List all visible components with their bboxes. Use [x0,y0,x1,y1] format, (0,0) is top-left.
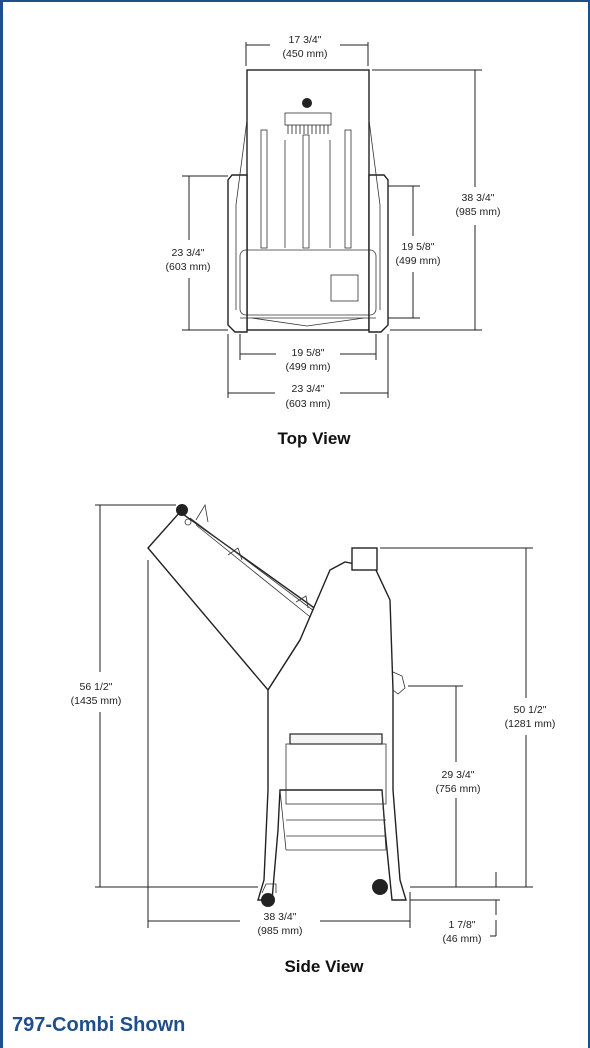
side-right-height-mm: (1281 mm) [505,718,556,730]
top-chute [351,547,378,571]
top-width-in: 17 3/4" [289,34,322,46]
right-flange [368,174,389,333]
machine-body [257,561,407,901]
side-depth-mm: (985 mm) [258,925,303,937]
top-inner-right-mm: (499 mm) [396,255,441,267]
side-caster-in: 1 7/8" [448,919,475,931]
top-view-title: Top View [277,429,351,448]
top-knob [302,98,312,108]
lower-panel [239,249,377,316]
top-depth-in: 38 3/4" [462,192,495,204]
side-table-height-in: 29 3/4" [442,769,475,781]
front-caster [261,893,275,907]
top-left-height-in: 23 3/4" [172,247,205,259]
top-width-mm: (450 mm) [283,48,328,60]
side-caster-mm: (46 mm) [442,933,481,945]
model-caption: 797-Combi Shown [12,1014,186,1036]
control-box [330,274,359,302]
top-left-height-mm: (603 mm) [166,261,211,273]
top-inner-right-in: 19 5/8" [402,241,435,253]
top-inner-bottom-mm: (499 mm) [286,361,331,373]
hopper-knob [176,504,188,516]
side-left-height-mm: (1435 mm) [71,695,122,707]
top-inner-bottom-in: 19 5/8" [292,347,325,359]
drawer-tray [289,733,383,745]
left-flange [227,174,248,333]
top-bottom-width-in: 23 3/4" [292,383,325,395]
side-depth-in: 38 3/4" [264,911,297,923]
side-left-height-in: 56 1/2" [80,681,113,693]
rear-caster [372,879,388,895]
side-view-drawing: 56 1/2" (1435 mm) 50 1/2" (1281 mm) 29 3… [71,503,556,976]
side-view-title: Side View [284,957,364,976]
side-right-height-in: 50 1/2" [514,704,547,716]
top-view-drawing: 17 3/4" (450 mm) 23 3/4" (603 mm) 38 3/4… [166,34,501,448]
top-depth-mm: (985 mm) [456,206,501,218]
top-bottom-width-mm: (603 mm) [286,398,331,410]
side-table-height-mm: (756 mm) [436,783,481,795]
